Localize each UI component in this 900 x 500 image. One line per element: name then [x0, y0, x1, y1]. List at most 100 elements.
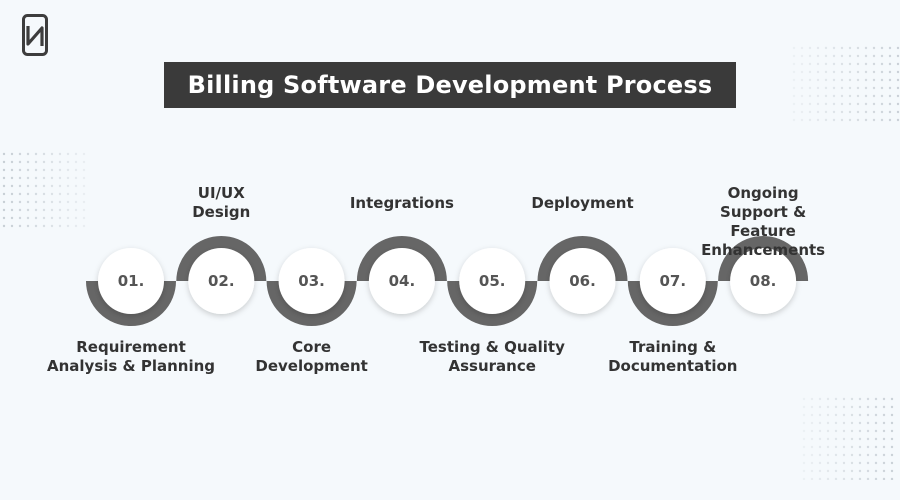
decorative-dot — [872, 62, 876, 66]
decorative-dot — [818, 477, 822, 480]
decorative-dot — [74, 168, 78, 172]
decorative-dot — [26, 192, 30, 196]
decorative-dot — [66, 168, 70, 172]
decorative-dot — [874, 477, 878, 480]
decorative-dot — [890, 397, 894, 401]
decorative-dot — [792, 118, 796, 122]
decorative-dot — [816, 78, 820, 82]
decorative-dot — [58, 192, 62, 196]
decorative-dot — [896, 62, 900, 66]
decorative-dot — [802, 469, 806, 473]
decorative-dot — [850, 461, 854, 465]
decorative-dot — [818, 429, 822, 433]
decorative-dot — [882, 469, 886, 473]
decorative-dot — [792, 46, 796, 50]
decorative-dot — [856, 54, 860, 58]
decorative-dot — [74, 192, 78, 196]
decorative-dot — [34, 168, 38, 172]
decorative-dot — [792, 94, 796, 98]
decorative-dot — [808, 86, 812, 90]
decorative-dot — [10, 184, 14, 188]
decorative-dot — [800, 70, 804, 74]
decorative-dot — [10, 168, 14, 172]
decorative-dots-top-right — [792, 46, 900, 122]
decorative-dot — [10, 192, 14, 196]
decorative-dot — [818, 437, 822, 441]
decorative-dot — [792, 102, 796, 106]
decorative-dot — [850, 477, 854, 480]
decorative-dot — [34, 184, 38, 188]
step-ring-arc — [447, 280, 538, 326]
decorative-dot — [850, 413, 854, 417]
decorative-dot — [802, 437, 806, 441]
decorative-dot — [834, 477, 838, 480]
decorative-dot — [792, 62, 796, 66]
decorative-dot — [896, 94, 900, 98]
decorative-dot — [42, 192, 46, 196]
decorative-dot — [74, 224, 78, 228]
decorative-dot — [888, 110, 892, 114]
decorative-dot — [858, 429, 862, 433]
decorative-dot — [874, 429, 878, 433]
decorative-dot — [824, 102, 828, 106]
decorative-dot — [50, 176, 54, 180]
decorative-dot — [850, 469, 854, 473]
decorative-dot — [34, 200, 38, 204]
decorative-dot — [874, 453, 878, 457]
step-ring-arc — [176, 236, 267, 282]
decorative-dot — [848, 78, 852, 82]
decorative-dot — [58, 168, 62, 172]
decorative-dot — [866, 397, 870, 401]
decorative-dot — [802, 405, 806, 409]
decorative-dot — [2, 224, 6, 228]
decorative-dot — [896, 78, 900, 82]
decorative-dot — [74, 176, 78, 180]
step-number: 07. — [660, 272, 687, 290]
decorative-dot — [872, 46, 876, 50]
step-number: 02. — [208, 272, 235, 290]
decorative-dot — [826, 429, 830, 433]
decorative-dot — [866, 445, 870, 449]
decorative-dot — [10, 224, 14, 228]
decorative-dot — [842, 469, 846, 473]
decorative-dot — [800, 118, 804, 122]
decorative-dot — [58, 184, 62, 188]
decorative-dot — [802, 421, 806, 425]
step-circle — [639, 248, 706, 314]
decorative-dot — [856, 46, 860, 50]
step-number: 01. — [118, 272, 145, 290]
decorative-dot — [850, 421, 854, 425]
decorative-dot — [858, 477, 862, 480]
decorative-dot — [840, 46, 844, 50]
decorative-dot — [834, 421, 838, 425]
decorative-dot — [880, 102, 884, 106]
decorative-dot — [818, 445, 822, 449]
decorative-dot — [866, 461, 870, 465]
decorative-dot — [808, 70, 812, 74]
decorative-dot — [42, 152, 46, 156]
decorative-dot — [42, 224, 46, 228]
decorative-dot — [18, 216, 22, 220]
decorative-dot — [34, 224, 38, 228]
decorative-dot — [880, 54, 884, 58]
decorative-dot — [866, 477, 870, 480]
decorative-dot — [66, 152, 70, 156]
decorative-dot — [874, 469, 878, 473]
decorative-dot — [826, 413, 830, 417]
decorative-dot — [848, 102, 852, 106]
decorative-dot — [842, 405, 846, 409]
step-label-8: Ongoing Support & Feature Enhancements — [701, 184, 826, 259]
decorative-dot — [850, 453, 854, 457]
decorative-dot — [848, 118, 852, 122]
decorative-dot — [850, 405, 854, 409]
step-ring-arc — [537, 236, 628, 282]
decorative-dot — [26, 152, 30, 156]
decorative-dots-bottom-right — [802, 397, 894, 480]
decorative-dot — [858, 469, 862, 473]
decorative-dot — [896, 102, 900, 106]
decorative-dots-left — [2, 152, 86, 228]
decorative-dot — [850, 445, 854, 449]
decorative-dot — [10, 152, 14, 156]
decorative-dot — [824, 110, 828, 114]
